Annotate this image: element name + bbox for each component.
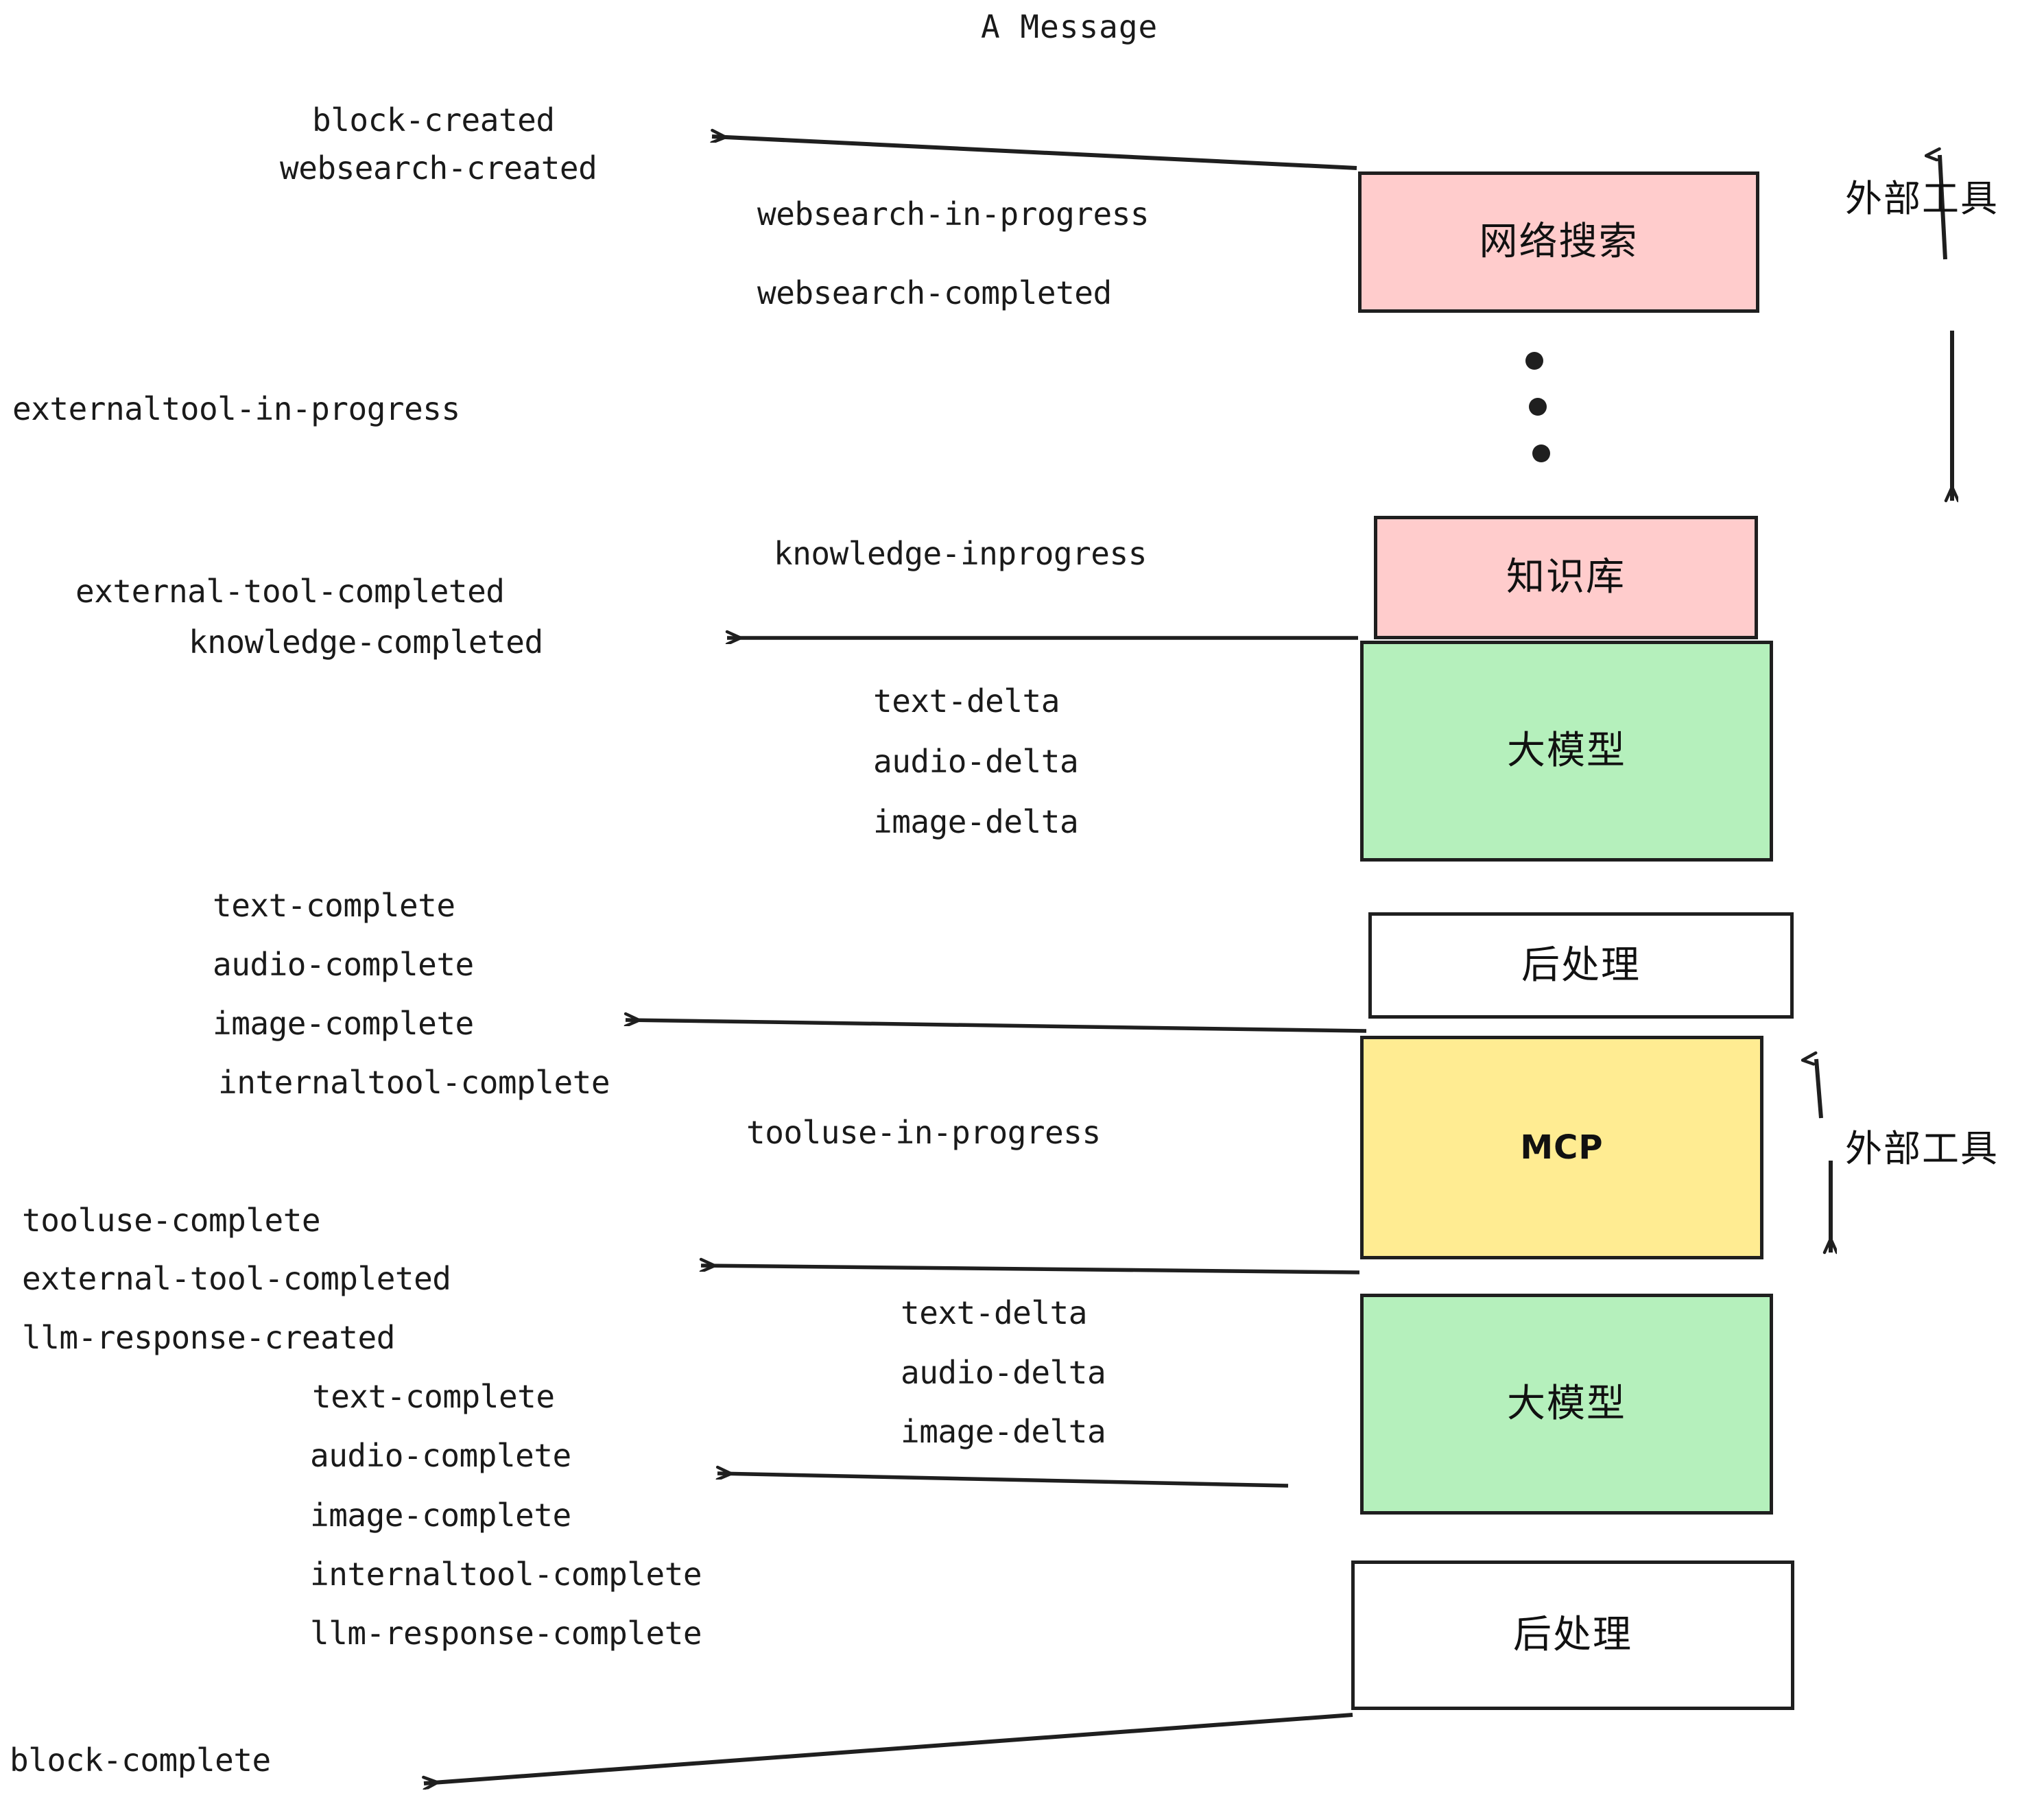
node-knowledge[interactable]: 知识库	[1374, 516, 1758, 639]
event-label-text-delta-1: text-delta	[873, 683, 1060, 720]
event-label-block-complete: block-complete	[10, 1742, 271, 1779]
event-label-image-complete-1: image-complete	[213, 1005, 474, 1042]
event-label-block-created: block-created	[312, 102, 555, 139]
event-label-externaltool-in-progress: externaltool-in-progress	[12, 390, 460, 427]
event-label-knowledge-inprogress: knowledge-inprogress	[774, 535, 1147, 572]
event-label-image-complete-2: image-complete	[310, 1497, 571, 1534]
event-label-text-complete-1: text-complete	[213, 887, 455, 924]
arrow-postprocess1-to-image-complete	[626, 1020, 1367, 1033]
side-label-external-tools-top: 外部工具	[1845, 177, 1999, 220]
node-websearch[interactable]: 网络搜索	[1358, 171, 1759, 313]
event-label-audio-delta-1: audio-delta	[873, 743, 1079, 780]
event-label-external-tool-completed: external-tool-completed	[75, 573, 505, 610]
event-label-audio-delta-2: audio-delta	[901, 1354, 1106, 1391]
node-llm-1[interactable]: 大模型	[1360, 641, 1773, 862]
event-label-tooluse-in-progress: tooluse-in-progress	[746, 1114, 1101, 1151]
event-label-audio-complete-2: audio-complete	[310, 1437, 571, 1474]
node-label-postprocess-1: 后处理	[1521, 942, 1641, 988]
node-label-postprocess-2: 后处理	[1513, 1613, 1632, 1657]
arrow-external-tools-bottom-up	[1816, 1059, 1823, 1119]
node-label-knowledge: 知识库	[1506, 555, 1626, 600]
event-label-text-delta-2: text-delta	[901, 1294, 1087, 1331]
page-title: A Message	[981, 8, 1158, 45]
event-label-knowledge-completed: knowledge-completed	[189, 624, 543, 661]
event-label-audio-complete-1: audio-complete	[213, 946, 474, 983]
arrow-mcp-to-tooluse-complete	[701, 1266, 1360, 1274]
event-label-websearch-in-progress: websearch-in-progress	[757, 195, 1150, 233]
arrow-postprocess2-to-block-complete	[424, 1713, 1353, 1783]
event-label-tooluse-complete: tooluse-complete	[22, 1202, 321, 1239]
event-label-llm-response-complete: llm-response-complete	[310, 1615, 702, 1652]
event-label-image-delta-1: image-delta	[873, 803, 1079, 840]
node-label-websearch: 网络搜索	[1479, 219, 1639, 264]
ellipsis-dot-3	[1532, 444, 1550, 462]
event-label-image-delta-2: image-delta	[901, 1413, 1106, 1450]
ellipsis-dot-2	[1529, 398, 1547, 416]
node-postprocess-1[interactable]: 后处理	[1368, 912, 1794, 1019]
node-llm-2[interactable]: 大模型	[1360, 1294, 1773, 1515]
arrow-websearch-to-block-created	[712, 137, 1357, 170]
event-label-internaltool-complete-1: internaltool-complete	[218, 1064, 610, 1101]
event-label-websearch-completed: websearch-completed	[757, 274, 1112, 311]
node-postprocess-2[interactable]: 后处理	[1351, 1560, 1794, 1710]
node-mcp[interactable]: MCP	[1360, 1036, 1763, 1259]
node-label-llm-2: 大模型	[1507, 1381, 1626, 1426]
event-label-llm-response-created: llm-response-created	[22, 1319, 395, 1356]
event-label-external-tool-completed-2: external-tool-completed	[22, 1260, 451, 1297]
event-label-text-complete-2: text-complete	[312, 1378, 555, 1415]
node-label-mcp: MCP	[1520, 1128, 1604, 1167]
ellipsis-dot-1	[1525, 352, 1543, 370]
arrow-llm2-to-audio-complete	[717, 1473, 1289, 1488]
event-label-internaltool-complete-2: internaltool-complete	[310, 1556, 702, 1593]
event-label-websearch-created: websearch-created	[280, 150, 597, 187]
node-label-llm-1: 大模型	[1507, 728, 1626, 773]
side-label-external-tools-bottom: 外部工具	[1845, 1127, 1999, 1170]
